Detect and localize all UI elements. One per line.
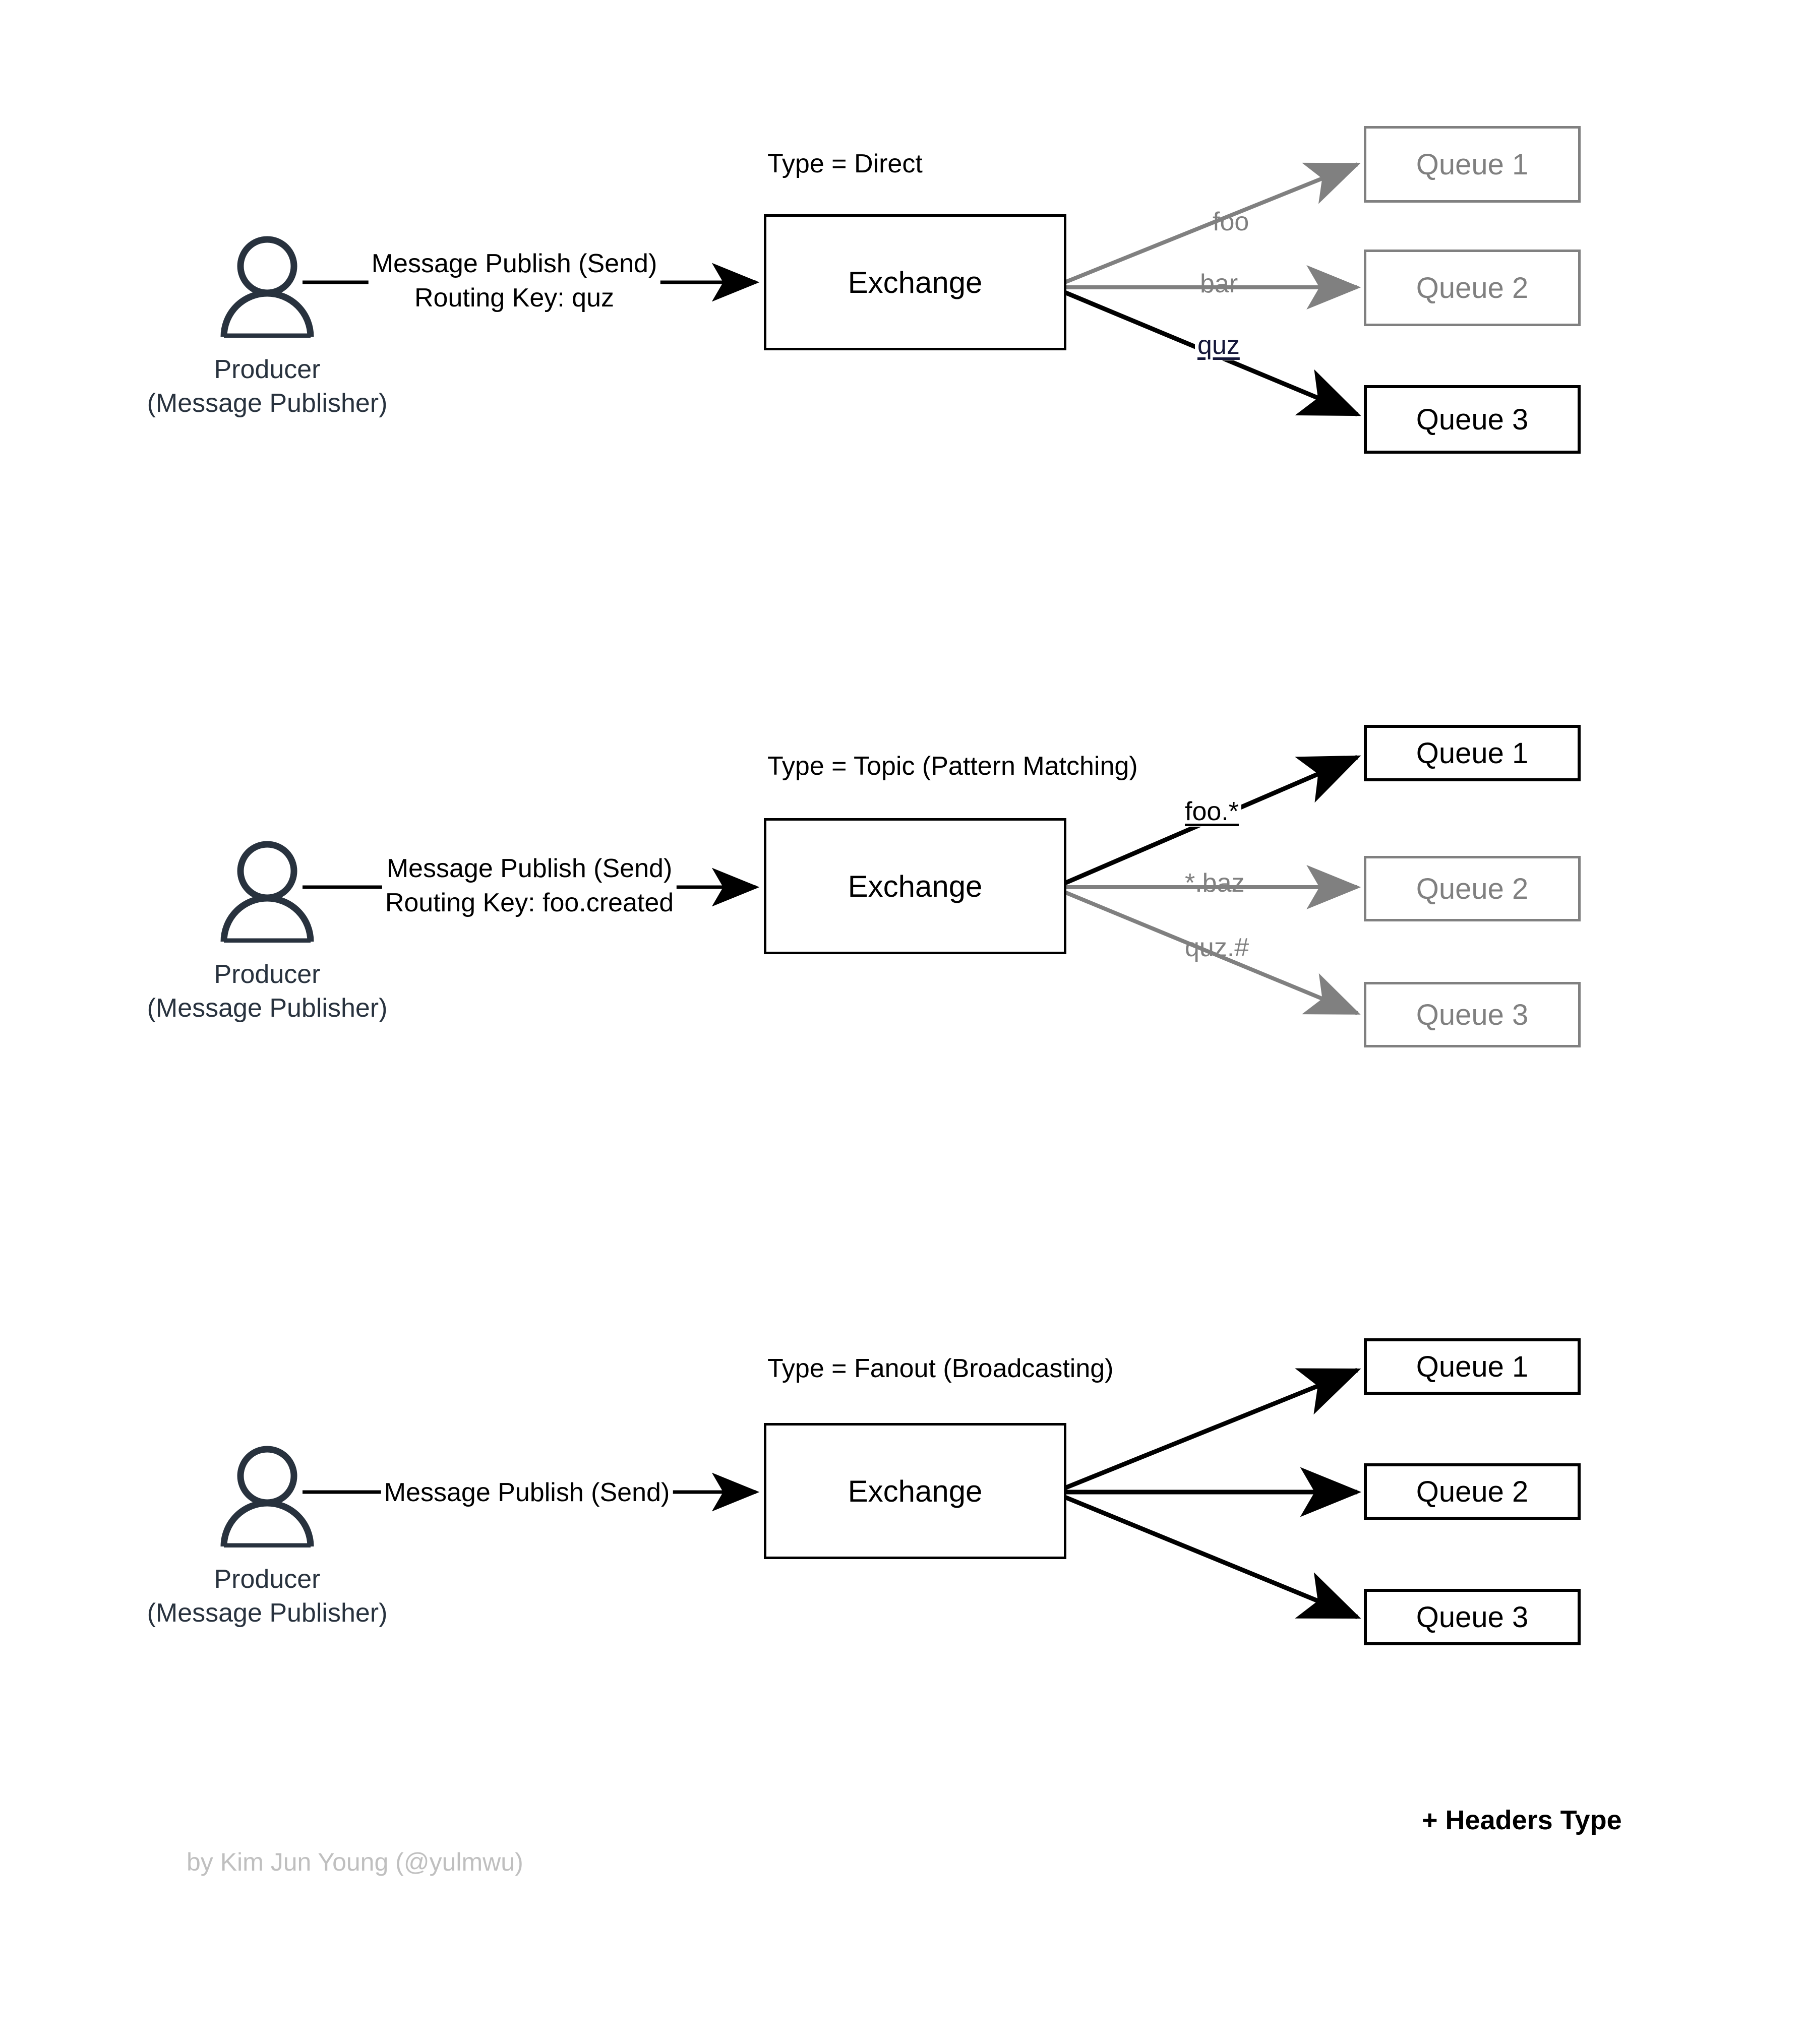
fanout-binding-queue-1: [1064, 1368, 1361, 1491]
producer-label-line2: (Message Publisher): [147, 1598, 388, 1628]
queue-label: Queue 2: [1416, 271, 1529, 304]
producer-label-line1: Producer: [214, 960, 321, 989]
fanout-exchange-box[interactable]: Exchange: [764, 1423, 1066, 1559]
fanout-type-caption: Type = Fanout (Broadcasting): [767, 1354, 1114, 1383]
queue-label: Queue 2: [1416, 1475, 1529, 1508]
topic-binding-label-star-baz: *.baz: [1185, 869, 1245, 898]
topic-queue-box-3[interactable]: Queue 3: [1364, 982, 1581, 1047]
topic-binding-label-quz-hash: quz.#: [1185, 933, 1249, 962]
direct-producer-label: Producer (Message Publisher): [147, 353, 388, 420]
direct-queue-box-3[interactable]: Queue 3: [1364, 385, 1581, 454]
exchange-label: Exchange: [848, 1474, 983, 1508]
publish-line2: Routing Key: quz: [414, 283, 615, 313]
direct-binding-label-quz: quz: [1195, 330, 1242, 360]
direct-queue-box-1[interactable]: Queue 1: [1364, 126, 1581, 203]
direct-binding-label-bar: bar: [1200, 269, 1238, 298]
producer-label-line1: Producer: [214, 1565, 321, 1594]
queue-label: Queue 3: [1416, 998, 1529, 1031]
fanout-queue-box-1[interactable]: Queue 1: [1364, 1338, 1581, 1395]
credit-text: by Kim Jun Young (@yulmwu): [187, 1848, 523, 1876]
fanout-producer-label: Producer (Message Publisher): [147, 1563, 388, 1630]
direct-exchange-box[interactable]: Exchange: [764, 214, 1066, 350]
direct-type-caption: Type = Direct: [767, 149, 923, 178]
direct-binding-label-foo: foo: [1213, 207, 1249, 236]
queue-label: Queue 1: [1416, 1350, 1529, 1383]
topic-publish-label: Message Publish (Send) Routing Key: foo.…: [382, 852, 677, 920]
fanout-queue-box-3[interactable]: Queue 3: [1364, 1589, 1581, 1645]
queue-label: Queue 3: [1416, 403, 1529, 436]
topic-producer-label: Producer (Message Publisher): [147, 958, 388, 1025]
topic-binding-label-foo-star: foo.*: [1182, 796, 1241, 827]
publish-line1: Message Publish (Send): [386, 854, 673, 883]
publish-line1: Message Publish (Send): [384, 1478, 670, 1507]
queue-label: Queue 1: [1416, 148, 1529, 181]
person-icon: [220, 841, 314, 943]
queue-label: Queue 1: [1416, 736, 1529, 770]
exchange-label: Exchange: [848, 869, 983, 903]
producer-label-line1: Producer: [214, 355, 321, 384]
direct-queue-box-2[interactable]: Queue 2: [1364, 250, 1581, 326]
producer-label-line2: (Message Publisher): [147, 993, 388, 1023]
person-icon: [220, 1446, 314, 1547]
queue-label: Queue 2: [1416, 872, 1529, 905]
fanout-binding-queue-3: [1064, 1495, 1361, 1620]
queue-label: Queue 3: [1416, 1600, 1529, 1634]
exchange-label: Exchange: [848, 265, 983, 299]
topic-type-caption: Type = Topic (Pattern Matching): [767, 752, 1138, 781]
topic-exchange-box[interactable]: Exchange: [764, 818, 1066, 954]
fanout-publish-label: Message Publish (Send): [381, 1476, 673, 1510]
direct-publish-label: Message Publish (Send) Routing Key: quz: [368, 247, 660, 316]
publish-line2: Routing Key: foo.created: [385, 888, 674, 917]
topic-queue-box-2[interactable]: Queue 2: [1364, 856, 1581, 921]
headers-type-note: + Headers Type: [1422, 1805, 1622, 1835]
publish-line1: Message Publish (Send): [371, 249, 657, 278]
person-icon: [220, 236, 314, 338]
fanout-queue-box-2[interactable]: Queue 2: [1364, 1463, 1581, 1520]
producer-label-line2: (Message Publisher): [147, 388, 388, 418]
topic-queue-box-1[interactable]: Queue 1: [1364, 725, 1581, 781]
